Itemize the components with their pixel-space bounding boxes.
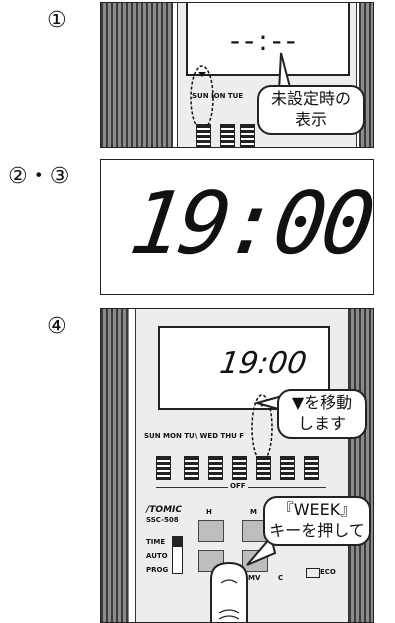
switch-3: [208, 456, 223, 480]
eco-box: [306, 568, 320, 578]
callout-move-marker: ▼を移動 します: [277, 389, 367, 439]
finger-icon: [210, 561, 248, 622]
mode-auto-label: AUTO: [146, 552, 168, 560]
step-1-number: ①: [47, 8, 67, 33]
off-label: OFF: [228, 482, 248, 490]
large-time-display: 19:00: [123, 174, 374, 274]
callout-line-2: キーを押して: [269, 520, 365, 540]
switch-1: [196, 124, 211, 147]
callout-line-1: ▼を移動: [291, 393, 353, 412]
step-4-number: ④: [47, 314, 67, 339]
mode-time-label: TIME: [146, 538, 166, 546]
panel-step-4: 19:00 SUN MON TU\ WED THU F OFF /TOMIC S…: [100, 308, 374, 623]
switch-7: [304, 456, 319, 480]
mode-prog-label: PROG: [146, 566, 169, 574]
button-label-h: H: [206, 508, 212, 516]
lcd-display: 19:00: [158, 326, 330, 410]
switch-3: [240, 124, 255, 147]
callout-line-1: 『WEEK』: [277, 500, 357, 519]
button-label-m: M: [250, 508, 257, 516]
button-label-mv: MV: [248, 574, 261, 582]
switch-2: [220, 124, 235, 147]
right-ribs: [349, 309, 373, 622]
h-button[interactable]: [198, 520, 224, 542]
day-labels: SUN MON TU\ WED THU F: [144, 432, 244, 440]
button-label-eco: ECO: [320, 568, 336, 576]
switch-1: [156, 456, 171, 480]
brand-logo: /TOMIC: [146, 505, 182, 515]
switch-4: [232, 456, 247, 480]
lcd-display: --:--: [186, 3, 350, 76]
callout-line-2: します: [297, 413, 346, 433]
step-2-3-number: ②・③: [8, 164, 70, 189]
button-label-c: C: [278, 574, 284, 582]
left-ribs: [101, 309, 129, 622]
model-label: SSC-508: [146, 516, 179, 524]
left-ribs: [101, 3, 173, 147]
switch-6: [280, 456, 295, 480]
switch-2: [184, 456, 199, 480]
callout-unset-display: 未設定時の 表示: [257, 85, 365, 135]
lcd-time: 19:00: [217, 346, 309, 381]
panel-step-2-3: 19:00: [100, 159, 374, 295]
panel-step-1: --:-- SUN ION TUE 未設定時の 表示: [100, 2, 374, 148]
callout-line-1: 未設定時の: [270, 89, 351, 108]
switch-5: [256, 456, 271, 480]
lcd-blank-time: --:--: [230, 24, 300, 57]
callout-line-2: 表示: [294, 109, 327, 129]
callout-press-week: 『WEEK』 キーを押して: [263, 496, 371, 546]
mode-slider[interactable]: [172, 536, 183, 574]
day-labels: SUN ION TUE: [192, 92, 244, 100]
